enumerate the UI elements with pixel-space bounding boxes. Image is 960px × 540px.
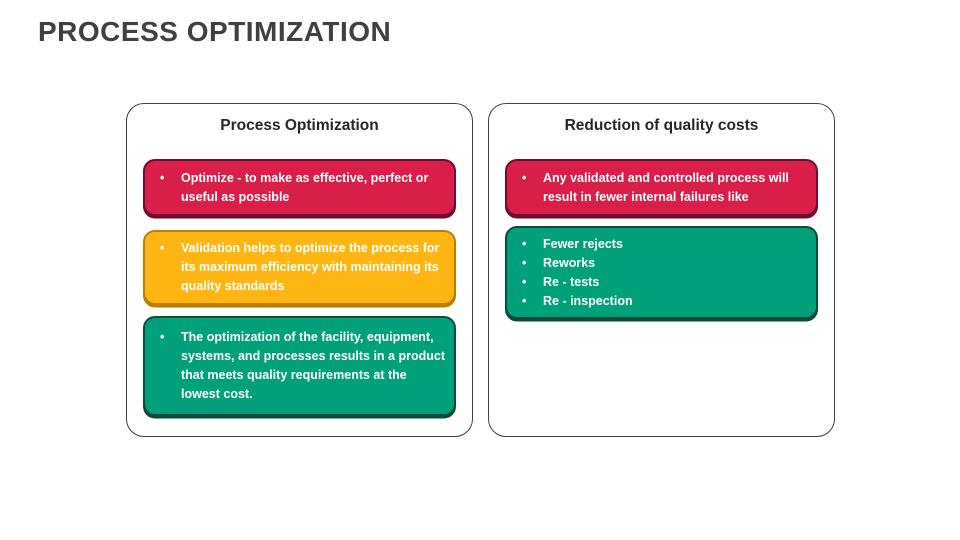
bullet-list: Fewer rejects Reworks Re - tests Re - in… [507, 235, 816, 311]
bullet-list: Any validated and controlled process wil… [507, 169, 816, 207]
bullet-item: Re - tests [507, 273, 816, 292]
bullet-item: The optimization of the facility, equipm… [145, 328, 454, 404]
panel-title-reduction-quality-costs: Reduction of quality costs [564, 117, 759, 134]
slide-title: PROCESS OPTIMIZATION [38, 16, 392, 47]
callout-optimize-definition: Optimize - to make as effective, perfect… [143, 159, 456, 216]
panel-reduction-quality-costs: Reduction of quality costs Any validated… [488, 103, 835, 437]
bullet-list: Optimize - to make as effective, perfect… [145, 169, 454, 207]
bullet-list: Validation helps to optimize the process… [145, 239, 454, 296]
bullet-item: Reworks [507, 254, 816, 273]
callout-validation-helps: Validation helps to optimize the process… [143, 230, 456, 305]
panel-process-optimization: Process Optimization Optimize - to make … [126, 103, 473, 437]
bullet-item: Optimize - to make as effective, perfect… [145, 169, 454, 207]
callout-fewer-failures-list: Fewer rejects Reworks Re - tests Re - in… [505, 226, 818, 319]
panel-title-process-optimization: Process Optimization [220, 117, 379, 134]
bullet-item: Fewer rejects [507, 235, 816, 254]
bullet-item: Re - inspection [507, 292, 816, 311]
callout-optimization-result: The optimization of the facility, equipm… [143, 316, 456, 416]
bullet-item: Validation helps to optimize the process… [145, 239, 454, 296]
callout-validated-process: Any validated and controlled process wil… [505, 159, 818, 216]
bullet-item: Any validated and controlled process wil… [507, 169, 816, 207]
bullet-list: The optimization of the facility, equipm… [145, 328, 454, 404]
